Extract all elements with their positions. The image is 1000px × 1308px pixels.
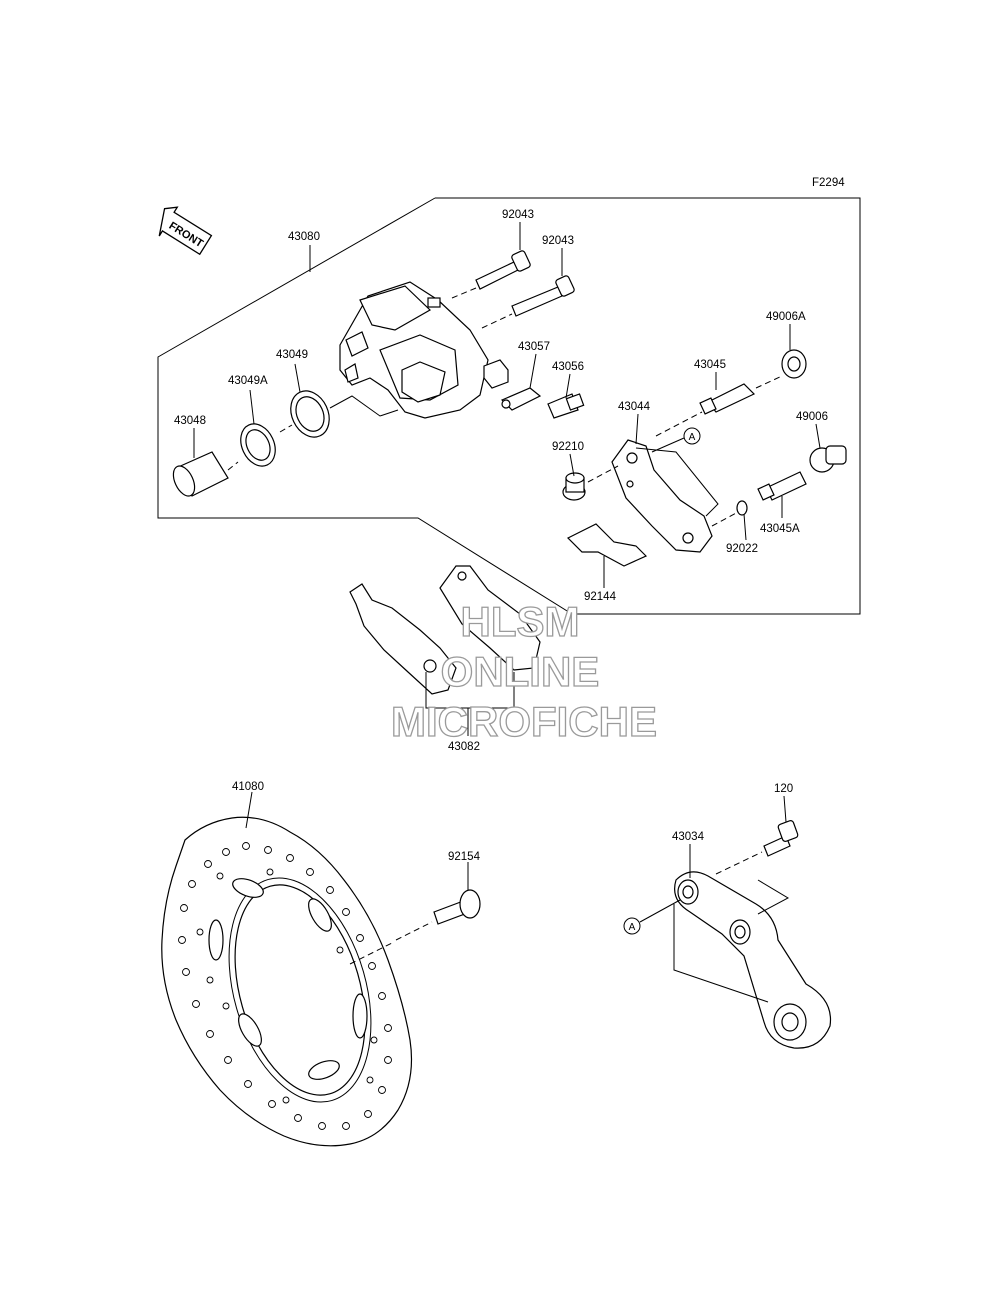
part-label-92043-b: 92043 <box>542 235 574 247</box>
caliper-body <box>339 281 509 419</box>
part-label-43034: 43034 <box>672 831 705 843</box>
svg-text:A: A <box>689 432 696 443</box>
pad-shim-43082 <box>349 583 457 695</box>
washer-92022 <box>736 500 748 516</box>
cap-43057 <box>500 387 542 411</box>
bracket-axis-1 <box>587 465 619 483</box>
watermark-line-2: ONLINE <box>441 648 600 695</box>
part-label-92022: 92022 <box>726 543 758 555</box>
bolt-axis-92154 <box>395 921 433 941</box>
label-leaders <box>193 222 821 890</box>
bolt-43045 <box>699 383 756 415</box>
disc-holes <box>178 842 392 1130</box>
part-label-43082: 43082 <box>448 741 480 753</box>
caliper-assembly-frame <box>157 197 861 615</box>
pin-92043-lower <box>481 275 575 329</box>
part-label-49006: 49006 <box>796 411 828 423</box>
part-label-43057: 43057 <box>518 341 550 353</box>
callout-a-upper: A <box>651 427 701 453</box>
brake-disc-41080 <box>161 816 413 1147</box>
pad-43082 <box>439 565 541 671</box>
seal-43049A <box>240 423 276 467</box>
part-label-92043-a: 92043 <box>502 209 534 221</box>
front-direction-arrow: FRONT <box>158 206 213 256</box>
nut-49006 <box>809 445 847 473</box>
part-number-labels: 43080 92043 92043 49006A 43049 43057 430… <box>174 209 828 863</box>
pin-92043-upper <box>451 250 531 299</box>
part-label-43045: 43045 <box>694 359 726 371</box>
nut-49006A <box>781 349 807 379</box>
part-label-43044: 43044 <box>618 401 651 413</box>
part-label-43049A: 43049A <box>228 375 268 387</box>
link-bolt-leader <box>757 879 790 915</box>
torque-link-43034 <box>674 871 832 1049</box>
bolt-axis-92022 <box>711 511 739 527</box>
part-label-92144: 92144 <box>584 591 617 603</box>
bolt-axis-120 <box>715 851 763 875</box>
piston-43048 <box>172 451 229 497</box>
part-label-43048: 43048 <box>174 415 206 427</box>
part-label-43049: 43049 <box>276 349 308 361</box>
bracket-43044 <box>611 439 713 553</box>
part-label-92210: 92210 <box>552 441 584 453</box>
watermark-line-3: MICROFICHE <box>391 698 657 745</box>
bolt-axis-43045 <box>655 411 703 437</box>
part-label-43045A: 43045A <box>760 523 800 535</box>
part-label-120: 120 <box>774 783 793 795</box>
spring-92144 <box>566 523 648 567</box>
part-label-49006A: 49006A <box>766 311 806 323</box>
pads-bracket-line <box>425 672 515 709</box>
bolt-43045A <box>757 471 807 501</box>
piston-leader <box>329 395 399 417</box>
svg-text:A: A <box>629 922 636 933</box>
bolt-120 <box>763 820 799 857</box>
seal-43049 <box>290 390 330 438</box>
part-label-43056: 43056 <box>552 361 584 373</box>
piston-axis-2 <box>279 424 293 433</box>
part-label-43080: 43080 <box>288 231 320 243</box>
part-label-92154: 92154 <box>448 851 481 863</box>
watermark: HLSM ONLINE MICROFICHE <box>390 597 657 745</box>
piston-axis-1 <box>227 461 239 471</box>
link-leader <box>673 904 769 1003</box>
watermark-line-1: HLSM <box>461 598 580 645</box>
part-label-41080: 41080 <box>232 781 264 793</box>
callout-a-lower: A <box>623 899 681 935</box>
bolt-axis-49006A <box>755 375 783 389</box>
bolt-axis-92154-disc <box>349 941 395 965</box>
figure-code: F2294 <box>812 177 845 189</box>
bleeder-43056 <box>547 393 585 419</box>
bolt-92154 <box>433 889 481 925</box>
boot-92210 <box>562 472 586 501</box>
